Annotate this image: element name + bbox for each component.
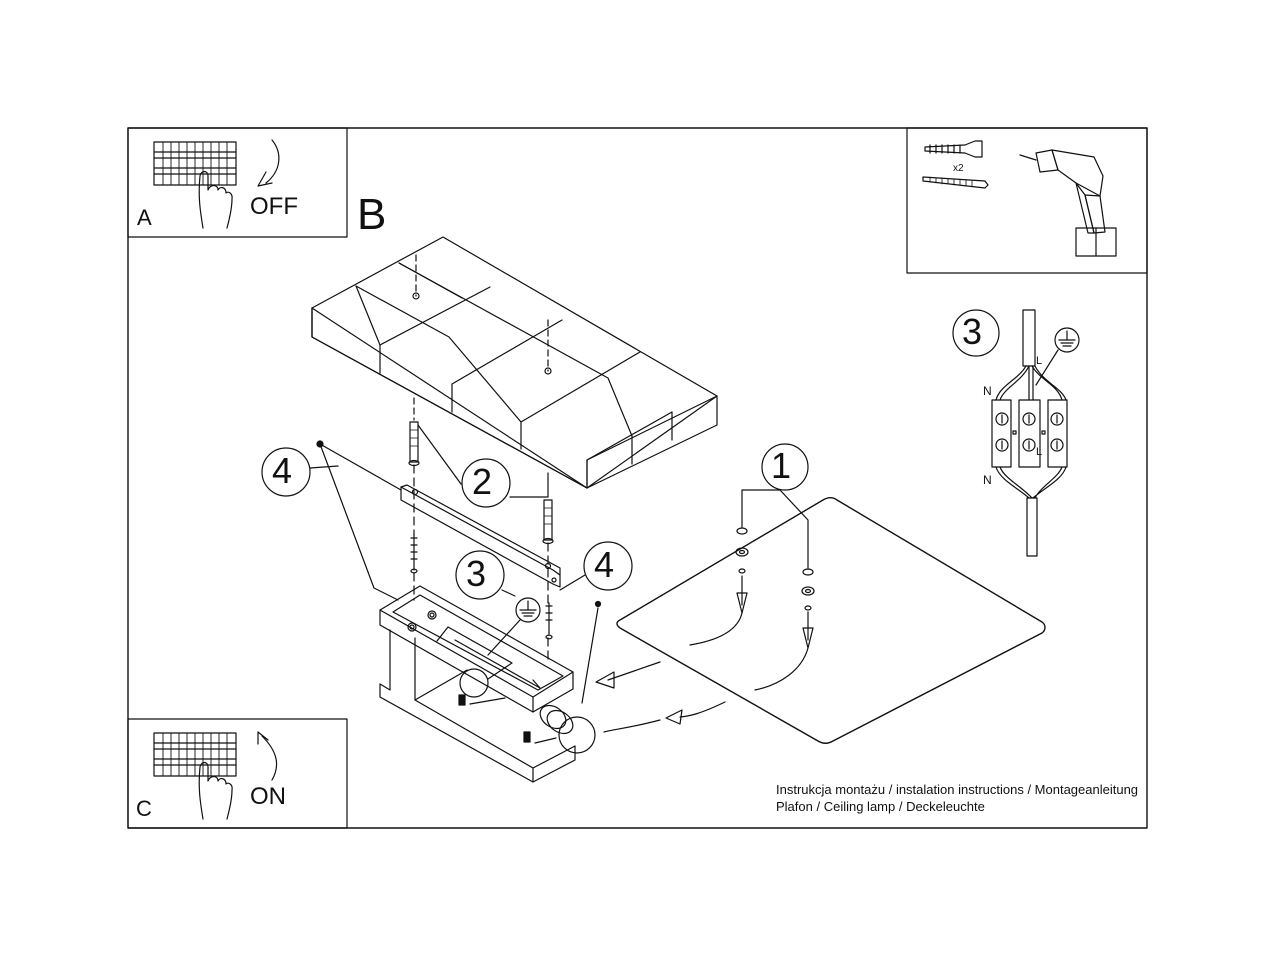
wall-plug-icon bbox=[408, 421, 554, 545]
assembly-arrow bbox=[603, 719, 661, 733]
step-b-label: B bbox=[357, 190, 387, 239]
quantity-label: x2 bbox=[953, 163, 964, 174]
document-title: Instrukcja montażu / instalation instruc… bbox=[776, 782, 1139, 797]
callout-4-right-number: 4 bbox=[594, 544, 615, 585]
mounting-bracket bbox=[400, 484, 561, 588]
wiring-callout-circle bbox=[952, 309, 1000, 357]
ground-leader bbox=[487, 619, 521, 656]
ceiling-plate bbox=[616, 497, 1046, 744]
on-label: ON bbox=[250, 783, 286, 810]
callout-2-leader bbox=[417, 424, 462, 485]
callout-4-left-leader bbox=[309, 465, 339, 469]
outer-frame bbox=[127, 127, 1148, 829]
terminal-block bbox=[991, 309, 1068, 557]
ground-icon bbox=[519, 600, 537, 617]
callout-4-left-number: 4 bbox=[272, 450, 293, 491]
ground-leader bbox=[1035, 349, 1059, 386]
panel-a-frame bbox=[127, 127, 348, 238]
live-top-label: L bbox=[1036, 355, 1043, 367]
wiring-callout-number: 3 bbox=[962, 311, 983, 352]
bracket-screw-line bbox=[319, 443, 402, 491]
callout-3-circle bbox=[455, 550, 505, 600]
plate-screw-washers bbox=[689, 527, 815, 691]
bracket-screw-line bbox=[319, 443, 399, 601]
step-c-label: C bbox=[136, 796, 152, 821]
callout-1-circle bbox=[761, 443, 809, 491]
assembly-arrow bbox=[665, 701, 726, 725]
hand-icon bbox=[198, 170, 233, 229]
callout-4-left-circle bbox=[261, 447, 311, 497]
ground-icon bbox=[1058, 330, 1076, 347]
ceiling-block bbox=[311, 236, 718, 489]
wall-plug-icon bbox=[924, 140, 983, 158]
arrow-down-icon bbox=[257, 139, 280, 187]
bracket-screw-icon bbox=[594, 600, 602, 608]
bracket-screw-line bbox=[581, 607, 599, 704]
callout-2-leader bbox=[509, 472, 549, 498]
screw-icon bbox=[922, 176, 989, 189]
callout-4-right-leader bbox=[559, 574, 586, 591]
neutral-top-label: N bbox=[983, 384, 992, 398]
footer-caption: Instrukcja montażu / instalation instruc… bbox=[776, 781, 1138, 815]
neutral-bottom-label: N bbox=[983, 473, 992, 487]
callout-4-right-circle bbox=[583, 541, 633, 591]
breaker-switch-icon bbox=[153, 141, 237, 186]
callout-3-number: 3 bbox=[466, 553, 487, 594]
drill-icon bbox=[1019, 149, 1117, 257]
panel-c-frame bbox=[127, 718, 348, 829]
arrow-up-icon bbox=[257, 731, 278, 781]
callout-2-number: 2 bbox=[472, 461, 493, 502]
lamp-body bbox=[379, 585, 596, 783]
breaker-switch-icon bbox=[153, 732, 237, 777]
ground-icon-circle bbox=[1054, 327, 1080, 353]
tools-frame bbox=[906, 127, 1148, 274]
assembly-arrow bbox=[595, 661, 661, 689]
off-label: OFF bbox=[250, 193, 298, 220]
step-a-label: A bbox=[137, 205, 152, 230]
callout-3-leader bbox=[501, 589, 516, 597]
callout-2-circle bbox=[461, 458, 511, 508]
ground-icon-circle bbox=[515, 597, 541, 623]
callout-1-leader bbox=[779, 489, 809, 569]
callout-1-number: 1 bbox=[771, 445, 792, 486]
document-subtitle: Plafon / Ceiling lamp / Deckeleuchte bbox=[776, 799, 985, 814]
callout-1-leader bbox=[741, 489, 781, 528]
live-bottom-label: L bbox=[1036, 446, 1043, 458]
hand-icon bbox=[198, 761, 233, 820]
